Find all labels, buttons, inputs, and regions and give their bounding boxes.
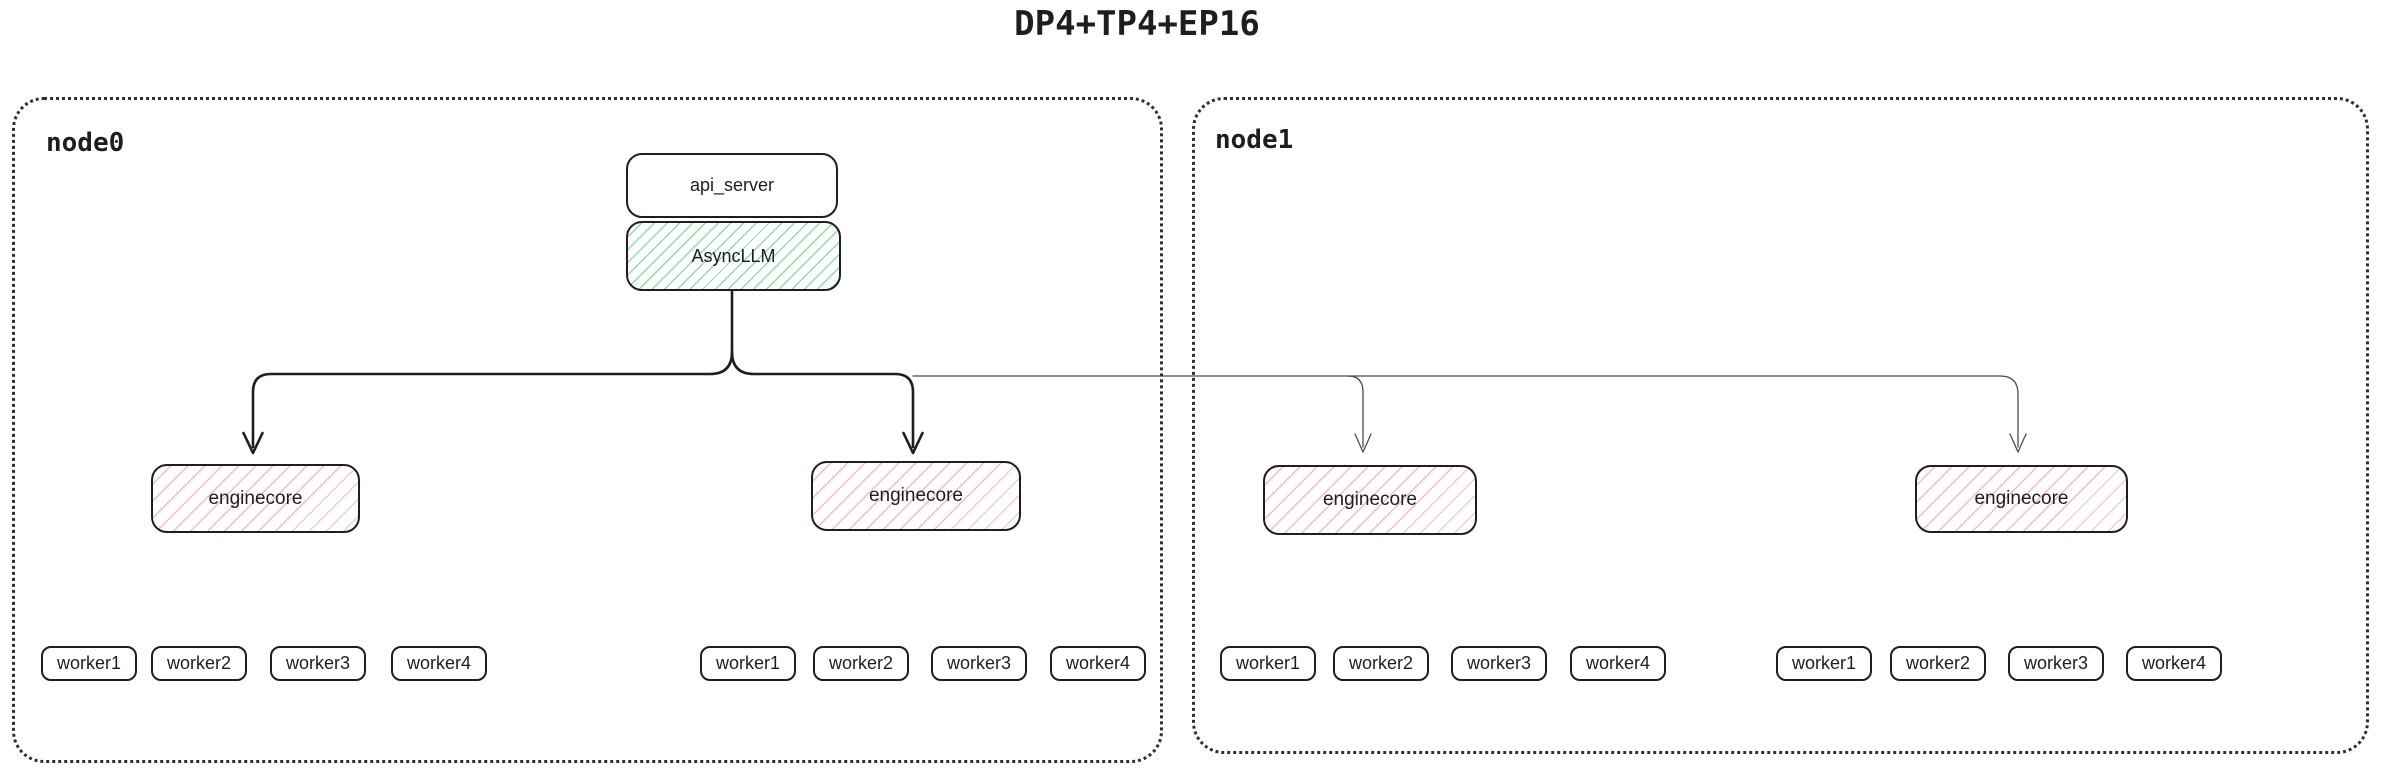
enginecore-box: enginecore: [811, 461, 1021, 531]
worker-box: worker3: [2008, 646, 2104, 681]
worker-box: worker1: [41, 646, 137, 681]
worker-box: worker1: [700, 646, 796, 681]
enginecore-box: enginecore: [151, 464, 360, 533]
worker-box: worker2: [1333, 646, 1429, 681]
node0-label: node0: [46, 128, 125, 158]
worker-box: worker2: [151, 646, 247, 681]
worker-box: worker4: [1050, 646, 1146, 681]
diagram-title: DP4+TP4+EP16: [1014, 4, 1260, 44]
worker-box: worker3: [270, 646, 366, 681]
worker-box: worker4: [2126, 646, 2222, 681]
worker-box: worker3: [1451, 646, 1547, 681]
worker-box: worker4: [391, 646, 487, 681]
worker-box: worker2: [813, 646, 909, 681]
asyncllm-box: AsyncLLM: [626, 221, 841, 291]
worker-box: worker2: [1890, 646, 1986, 681]
worker-box: worker1: [1220, 646, 1316, 681]
enginecore-box: enginecore: [1263, 465, 1477, 535]
api-server-box: api_server: [626, 153, 838, 218]
worker-box: worker1: [1776, 646, 1872, 681]
worker-box: worker3: [931, 646, 1027, 681]
enginecore-box: enginecore: [1915, 465, 2128, 533]
node0-container: node0 api_server AsyncLLM enginecore eng…: [12, 97, 1163, 763]
worker-box: worker4: [1570, 646, 1666, 681]
node1-container: node1 enginecore enginecore worker1 work…: [1192, 97, 2369, 754]
node1-label: node1: [1215, 125, 1294, 155]
